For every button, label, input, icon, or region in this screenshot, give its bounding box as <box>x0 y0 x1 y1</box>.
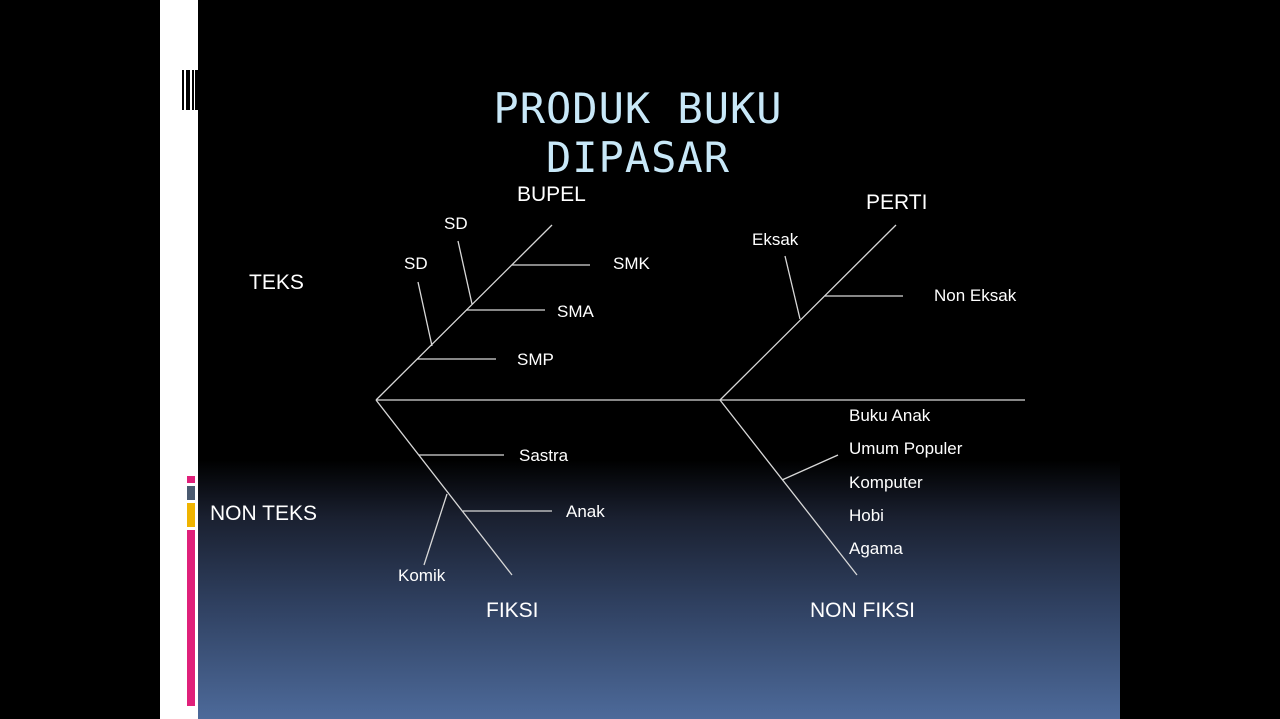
accent-bar-gold <box>187 503 195 527</box>
slide-title: PRODUK BUKU DIPASAR <box>493 84 783 182</box>
list-item-umum-populer: Umum Populer <box>849 439 963 458</box>
label-smp: SMP <box>517 350 554 369</box>
bone-perti <box>719 224 897 401</box>
label-teks: TEKS <box>249 271 304 294</box>
list-item-komputer: Komputer <box>849 473 923 492</box>
barcode-mark <box>186 70 190 110</box>
label-komik: Komik <box>398 566 446 585</box>
rib-non-fiksi-items <box>781 454 839 481</box>
label-smk: SMK <box>613 254 650 273</box>
accent-bar-pink-top <box>187 476 195 483</box>
label-sastra: Sastra <box>519 446 569 465</box>
list-item-agama: Agama <box>849 539 903 558</box>
label-perti: PERTI <box>866 191 928 214</box>
fishbone-diagram <box>375 224 1025 576</box>
accent-bar-slate <box>187 486 195 500</box>
label-sma: SMA <box>557 302 594 321</box>
list-item-buku-anak: Buku Anak <box>849 406 931 425</box>
bone-bupel <box>375 224 553 401</box>
list-item-hobi: Hobi <box>849 506 884 525</box>
slide: PRODUK BUKU DIPASAR TEKS NON TEKS BUPEL … <box>160 0 1120 719</box>
label-anak: Anak <box>566 502 605 521</box>
label-non-teks: NON TEKS <box>210 502 317 525</box>
label-sd-lower: SD <box>404 254 428 273</box>
rib-sd-upper <box>457 240 473 305</box>
barcode-mark <box>192 70 194 110</box>
label-non-fiksi: NON FIKSI <box>810 599 916 622</box>
label-eksak: Eksak <box>752 230 799 249</box>
accent-bar-pink <box>187 530 195 706</box>
label-fiksi: FIKSI <box>486 599 539 622</box>
bone-fiksi <box>375 399 513 576</box>
rib-komik <box>423 493 448 566</box>
barcode-mark <box>182 70 184 110</box>
rib-eksak <box>784 255 801 320</box>
barcode-mark <box>195 70 198 110</box>
label-non-eksak: Non Eksak <box>934 286 1017 305</box>
rib-sd-lower <box>417 281 433 347</box>
label-bupel: BUPEL <box>517 183 586 206</box>
bone-non-fiksi <box>719 399 858 576</box>
label-sd-upper: SD <box>444 214 468 233</box>
